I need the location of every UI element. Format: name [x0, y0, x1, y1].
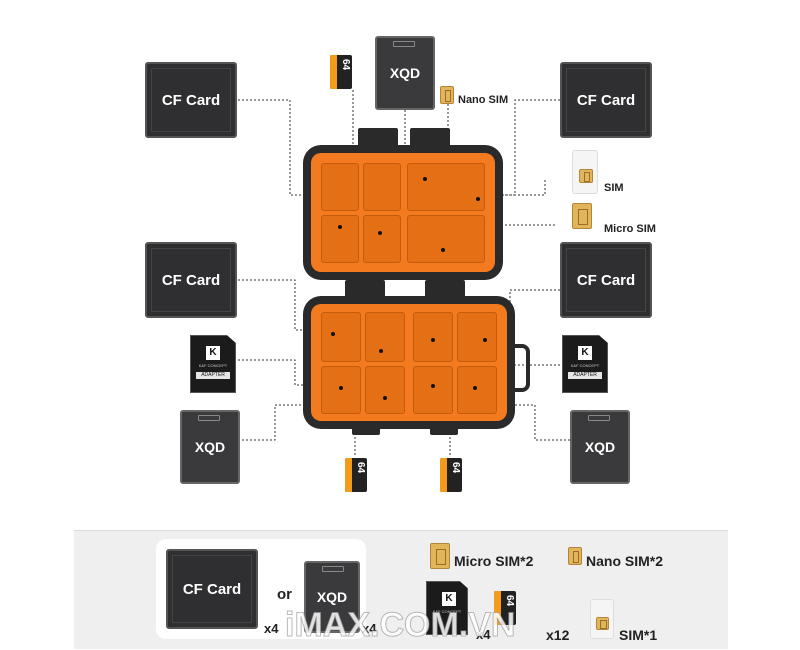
micro-sim-icon [572, 203, 592, 229]
brand-logo-icon: K [578, 346, 592, 360]
nano-sim-count: Nano SIM*2 [586, 553, 664, 569]
cf-card-top-left: CF Card [145, 62, 237, 138]
card-slot [365, 366, 405, 414]
xqd-card-label: XQD [584, 439, 616, 455]
microsd-count: x12 [546, 627, 570, 643]
card-slot [363, 215, 401, 263]
site-watermark: iMAX.COM.VN [284, 606, 516, 645]
cf-card-label: CF Card [161, 271, 221, 289]
case-top-lid [303, 145, 503, 280]
cf-card-label: CF Card [161, 91, 221, 109]
sim-count: SIM*1 [619, 627, 658, 643]
case-handle [512, 344, 530, 392]
microsd-capacity: 64 [503, 594, 515, 607]
card-slot [321, 312, 361, 362]
case-top-tray [311, 153, 495, 272]
bottom-foot-right [430, 427, 458, 435]
card-slot [457, 366, 497, 414]
microsd-card-bottom-left: 64 [345, 458, 367, 492]
sd-brand: K&F CONCEPT [198, 363, 228, 368]
summary-xqd-label: XQD [316, 589, 348, 605]
microsd-card-bottom-right: 64 [440, 458, 462, 492]
sim-chip-icon [579, 169, 593, 183]
cf-count: x4 [264, 621, 279, 636]
sd-brand: K&F CONCEPT [432, 609, 462, 614]
microsd-capacity: 64 [339, 58, 351, 71]
cf-card-label: CF Card [576, 271, 636, 289]
or-text: or [277, 586, 292, 603]
summary-cf-label: CF Card [182, 580, 242, 598]
top-latch-left [358, 128, 398, 150]
nano-sim-label: Nano SIM [458, 94, 509, 106]
hinge-right [425, 280, 465, 298]
card-slot [321, 215, 359, 263]
summary-microsd-card: 64 [494, 591, 516, 625]
microsd-capacity: 64 [449, 461, 461, 474]
brand-logo-icon: K [442, 592, 456, 606]
summary-sim-card [590, 599, 614, 639]
xqd-card-bottom-left: XQD [180, 410, 240, 484]
sim-slot-area [407, 215, 485, 263]
card-slot [413, 366, 453, 414]
xqd-count: x4 [362, 621, 377, 636]
sd-count: x4 [476, 627, 491, 642]
nano-sim-icon [440, 86, 454, 104]
case-bottom-tray [311, 304, 507, 421]
card-slot [457, 312, 497, 362]
micro-sim-icon [430, 543, 450, 569]
card-slot [363, 163, 401, 211]
card-slot [365, 312, 405, 362]
cf-card-mid-left: CF Card [145, 242, 237, 318]
nano-sim-icon [568, 547, 582, 565]
xqd-card-label: XQD [389, 65, 421, 81]
sd-brand: K&F CONCEPT [570, 363, 600, 368]
sd-adapter-label: ADAPTER [196, 372, 230, 379]
summary-sd-card: K K&F CONCEPT [426, 581, 468, 635]
microsd-card-top: 64 [330, 55, 352, 89]
summary-xqd-card: XQD [304, 561, 360, 633]
micro-sim-label: Micro SIM [604, 223, 656, 235]
top-latch-right [410, 128, 450, 150]
card-slot [321, 163, 359, 211]
sd-card-right: K K&F CONCEPT ADAPTER [562, 335, 608, 393]
cf-card-label: CF Card [576, 91, 636, 109]
xqd-card-bottom-right: XQD [570, 410, 630, 484]
case-bottom-base [303, 296, 515, 429]
cf-card-top-right: CF Card [560, 62, 652, 138]
brand-logo-icon: K [206, 346, 220, 360]
microsd-capacity: 64 [354, 461, 366, 474]
sim-label: SIM [604, 182, 624, 194]
sd-card-left: K K&F CONCEPT ADAPTER [190, 335, 236, 393]
summary-cf-card: CF Card [166, 549, 258, 629]
card-slot [321, 366, 361, 414]
sim-slot-area [407, 163, 485, 211]
card-slot [413, 312, 453, 362]
bottom-foot-left [352, 427, 380, 435]
micro-sim-count: Micro SIM*2 [454, 553, 534, 569]
capacity-summary-panel: CF Card or XQD x4 x4 Micro SIM*2 Nano SI… [74, 530, 728, 649]
sd-adapter-label: ADAPTER [568, 372, 602, 379]
hinge-left [345, 280, 385, 298]
xqd-card-label: XQD [194, 439, 226, 455]
sim-chip-icon [596, 617, 609, 630]
cf-card-mid-right: CF Card [560, 242, 652, 318]
xqd-card-top: XQD [375, 36, 435, 110]
sim-card-icon [572, 150, 598, 194]
